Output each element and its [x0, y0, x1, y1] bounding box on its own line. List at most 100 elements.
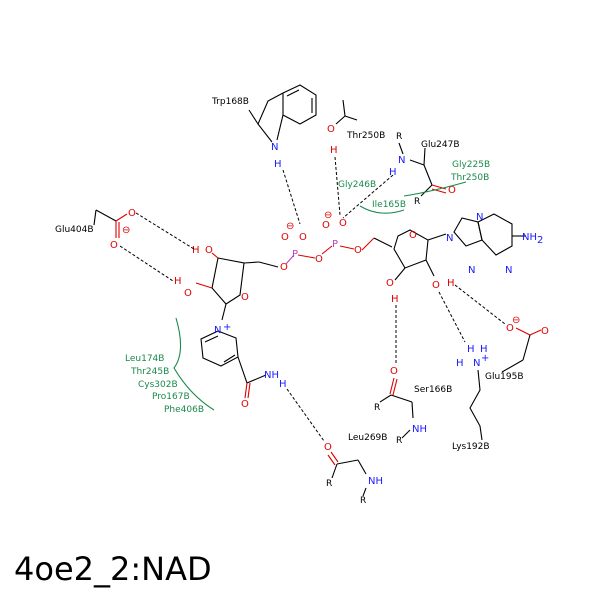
ribose-o3: O — [386, 278, 394, 289]
ribose-h2: H — [174, 276, 182, 287]
trp-benzene-ring — [282, 84, 317, 125]
thr250b-h-atom: H — [330, 145, 338, 156]
p1-o-minus: ⊖ — [286, 221, 294, 232]
thr245b-label: Thr245B — [130, 367, 169, 377]
hbond-trp168b — [282, 169, 301, 225]
adenine-n1: N — [505, 265, 512, 276]
ribose-o2-right: O — [432, 280, 440, 291]
amide-h-atom: H — [279, 379, 287, 390]
lys-plus: + — [481, 353, 489, 364]
adenine-n7: N — [476, 212, 483, 223]
ribose-h2-right: H — [447, 278, 455, 289]
nicotinamide-ribose: H O H O O O — [174, 245, 288, 321]
glu247b-n-atom: N — [398, 155, 405, 166]
adenosine-ribose-o: O — [409, 230, 417, 241]
gly225b-label: Gly225B — [452, 160, 490, 170]
glu404b-minus: ⊖ — [122, 225, 130, 236]
pyrimidine-ring — [477, 213, 513, 256]
page-title: 4oe2_2:NAD — [14, 550, 212, 588]
cys302b-label: Cys302B — [138, 380, 178, 390]
lys192b-group: H H H N + Lys192B — [452, 344, 490, 452]
glu404b-label: Glu404B — [55, 225, 94, 235]
trp168b-group: Trp168B N H — [211, 84, 317, 170]
r-ser166b-bottom: R — [396, 436, 402, 446]
lys-h-top: H — [467, 344, 475, 355]
pyrophosphate: P O ⊖ O O P O ⊖ O O — [281, 210, 375, 265]
adenine-nh2: NH — [522, 232, 537, 243]
pro167b-label: Pro167B — [152, 392, 190, 402]
p1-o-top2: O — [299, 232, 307, 243]
glu247b-o-atom: O — [448, 185, 456, 196]
adenine-n9: N — [446, 233, 453, 244]
p1-o-top: O — [281, 232, 289, 243]
hbond-glu404b-o3 — [135, 212, 195, 250]
adenine-nh2-sub: 2 — [537, 235, 543, 246]
leu269b-nh-atom: NH — [368, 476, 383, 487]
ser166b-label: Ser166B — [414, 385, 452, 395]
leu174b-label: Leu174B — [125, 354, 164, 364]
ribose-ring-left — [211, 257, 245, 305]
hydrophobic-arc-gly225b — [403, 181, 467, 197]
nicotinamide-n-atom: N — [214, 325, 221, 336]
bridge-o: O — [315, 254, 323, 265]
hbond-lys192b — [438, 291, 466, 343]
lys-n-atom: N — [473, 358, 480, 369]
hydrogen-bonds — [119, 156, 506, 442]
hbond-glu247b — [342, 174, 394, 219]
trp-h-atom: H — [274, 159, 282, 170]
ribose-ring-o: O — [241, 292, 249, 303]
nicotinamide-plus: + — [223, 322, 231, 333]
p2-o-top2: O — [339, 218, 347, 229]
glu404b-o2: O — [110, 240, 118, 251]
gly246b-label: Gly246B — [338, 180, 376, 190]
amide-o-atom: O — [241, 399, 249, 410]
glu195b-label: Glu195B — [485, 372, 524, 382]
leu269b-o-atom: O — [324, 442, 332, 453]
thr250b-o-atom: O — [327, 124, 335, 135]
adenine: N N N N NH 2 — [446, 212, 543, 276]
hbond-leu269b — [286, 388, 325, 442]
glu404b-group: Glu404B O O ⊖ — [55, 208, 136, 251]
thr250b-top-group: O H Thr250B — [327, 99, 385, 156]
leu269b-label: Leu269B — [348, 433, 387, 443]
lys-h-top2: H — [480, 344, 488, 355]
adenine-n3: N — [468, 265, 475, 276]
amide-nh-atom: NH — [264, 370, 279, 381]
glu195b-o1: O — [506, 323, 514, 334]
ribose-o-left: O — [205, 245, 213, 256]
thr250b-top-label: Thr250B — [346, 131, 385, 141]
ile165b-label: Ile165B — [372, 200, 406, 210]
phosphate-bridge-o1: O — [280, 262, 288, 273]
glu404b-o1: O — [128, 208, 136, 219]
thr250b-label: Thr250B — [450, 173, 489, 183]
r-glu247b-bottom: R — [414, 197, 420, 207]
r-leu269b-bottom: R — [360, 496, 366, 506]
adenosine-ribose: O O H O H — [373, 229, 455, 305]
phosphate-p2-atom: P — [332, 239, 338, 250]
p2-o-top: O — [322, 220, 330, 231]
hbond-glu195b — [454, 284, 506, 325]
phe406b-label: Phe406B — [164, 405, 204, 415]
hydrophobic-arc-left — [173, 317, 215, 411]
hbond-glu404b-o2 — [119, 245, 174, 282]
r-ser166b-top: R — [374, 403, 380, 413]
ser166b-nh-atom: NH — [412, 424, 427, 435]
lys192b-label: Lys192B — [452, 442, 490, 452]
trp-n-atom: N — [271, 142, 278, 153]
glu195b-minus: ⊖ — [512, 315, 520, 326]
glu247b-label: Glu247B — [421, 140, 460, 150]
hydrophobic-arc-ile165b — [359, 205, 405, 214]
leu269b-group: Leu269B O R NH R — [324, 433, 387, 506]
p2-o-minus: ⊖ — [324, 210, 332, 221]
glu247b-h-atom: H — [389, 167, 397, 178]
lys-h-left: H — [456, 358, 464, 369]
nicotinamide-ring: N + O NH H — [200, 322, 287, 410]
trp168b-label: Trp168B — [211, 97, 249, 107]
r-glu247b-top: R — [396, 132, 402, 142]
glu247b-group: R N H O R Glu247B Gly225B Thr250B — [389, 132, 490, 207]
ribose-h3: H — [391, 294, 399, 305]
p2-o-ester: O — [354, 245, 362, 256]
pyridinium-ring — [200, 330, 239, 367]
phosphate-p1-atom: P — [292, 249, 298, 260]
